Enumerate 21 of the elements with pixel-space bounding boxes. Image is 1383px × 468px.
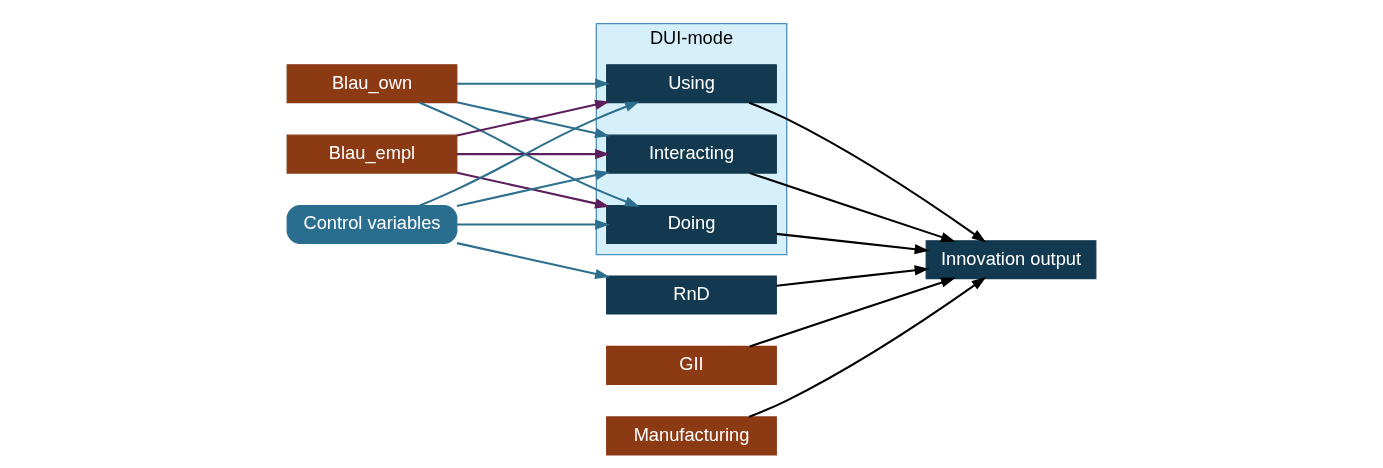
node-box: Blau_empl [286, 134, 458, 174]
arrow [419, 101, 640, 207]
arrow [456, 149, 610, 160]
node-box: RnD [606, 275, 777, 315]
node-box: Manufacturing [606, 416, 777, 456]
arrow [749, 172, 956, 242]
arrow [776, 232, 930, 255]
node-box: Blau_own [286, 64, 458, 104]
node-box: Interacting [606, 134, 777, 174]
arrow [776, 265, 930, 287]
arrow [748, 276, 987, 418]
arrow [456, 219, 610, 230]
arrow [456, 242, 610, 279]
node-box: Doing [606, 205, 777, 245]
arrow [749, 277, 956, 348]
node-box: Control variables [286, 205, 458, 245]
arrow [456, 78, 610, 89]
node-box: Innovation output [925, 240, 1097, 280]
arrow [748, 101, 987, 243]
node-box: Using [606, 64, 777, 104]
node-box: GII [606, 345, 777, 385]
